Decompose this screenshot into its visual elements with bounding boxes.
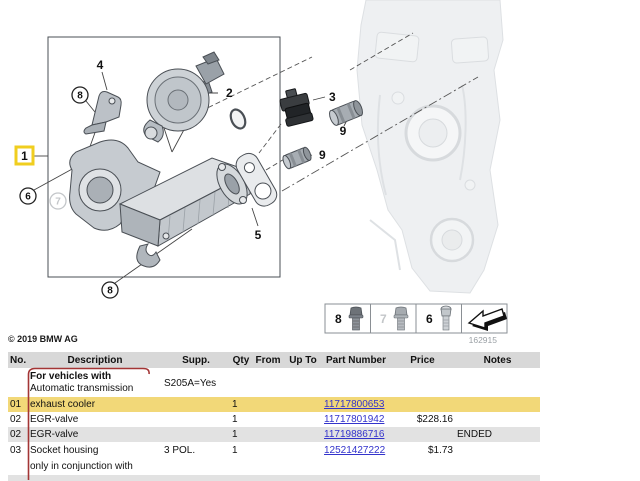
- cell-qty: 1: [230, 442, 252, 458]
- sleeve-part-b: [282, 146, 312, 170]
- cell-supp: [162, 397, 230, 412]
- callout-9a[interactable]: 9: [340, 124, 347, 138]
- col-header-qty: Qty: [230, 352, 252, 369]
- valve-housing-part: [69, 139, 161, 231]
- table-partial-row: [8, 475, 540, 481]
- svg-text:1: 1: [21, 149, 28, 163]
- parts-table: No. Description Supp. Qty From Up To Par…: [8, 352, 540, 481]
- diagram-number: 162915: [469, 335, 498, 345]
- cell-price: [390, 427, 455, 442]
- group-row-description: For vehicles with Automatic transmission: [28, 368, 162, 397]
- cell-notes: ENDED: [455, 427, 540, 442]
- cell-description: Socket housing: [28, 442, 162, 458]
- cell-description: EGR-valve: [28, 412, 162, 427]
- parts-diagram: 1 2 3 4 5 9 9 8 8 6 7: [14, 0, 508, 345]
- socket-housing-part: [279, 88, 314, 127]
- table-row-exhaust-cooler[interactable]: 01 exhaust cooler 1 11717800653: [8, 397, 540, 412]
- callout-9b[interactable]: 9: [319, 148, 326, 162]
- cell-description: exhaust cooler: [28, 397, 162, 412]
- table-row-egr-valve-1[interactable]: 02 EGR-valve 1 11717801942 $228.16: [8, 412, 540, 427]
- bolt-icon-7: [393, 306, 409, 331]
- part-number-link[interactable]: 11719886716: [324, 429, 385, 440]
- col-header-description: Description: [28, 352, 162, 369]
- cell-no: 02: [8, 412, 28, 427]
- legend-label-7: 7: [380, 312, 387, 326]
- cell-notes: [455, 397, 540, 412]
- callout-8-bottom[interactable]: 8: [101, 281, 119, 299]
- callout-2[interactable]: 2: [226, 86, 233, 100]
- part-number-link[interactable]: 11717800653: [324, 399, 385, 410]
- callout-8-top[interactable]: 8: [71, 86, 89, 104]
- cell-no: 03: [8, 442, 28, 458]
- egr-valve-part: [143, 51, 225, 143]
- cell-notes: [455, 412, 540, 427]
- col-header-no: No.: [8, 352, 28, 369]
- cell-no: 01: [8, 397, 28, 412]
- col-header-price: Price: [390, 352, 455, 369]
- col-header-part-number: Part Number: [322, 352, 390, 369]
- svg-text:7: 7: [55, 197, 61, 208]
- cell-supp: 3 POL.: [162, 442, 230, 458]
- cell-notes: [455, 442, 540, 458]
- col-header-supp: Supp.: [162, 352, 230, 369]
- gasket-part: [235, 152, 278, 207]
- cell-price: $228.16: [390, 412, 455, 427]
- col-header-upto: Up To: [284, 352, 322, 369]
- callout-7-faded[interactable]: 7: [49, 192, 67, 210]
- seal-ring-part: [229, 108, 247, 130]
- callout-6[interactable]: 6: [19, 187, 37, 205]
- diagram-frame: [47, 36, 281, 278]
- part-number-link[interactable]: 12521427222: [324, 444, 386, 456]
- table-row-egr-valve-2[interactable]: 02 EGR-valve 1 11719886716 ENDED: [8, 427, 540, 442]
- callout-3[interactable]: 3: [329, 90, 336, 104]
- cell-price: $1.73: [390, 442, 455, 458]
- engine-block-image: [356, 0, 504, 294]
- cell-supp: [162, 427, 230, 442]
- dash-dot-leader: [281, 76, 479, 192]
- cell-description: EGR-valve: [28, 427, 162, 442]
- table-group-row: For vehicles with Automatic transmission…: [8, 368, 540, 397]
- svg-text:6: 6: [25, 192, 31, 203]
- bolt-icon-8: [348, 306, 364, 331]
- table-conjunction-row: only in conjunction with: [8, 458, 540, 475]
- callout-5[interactable]: 5: [255, 228, 262, 242]
- circled-callouts: 8 8 6 7: [19, 86, 119, 299]
- mounting-bracket-part: [83, 91, 122, 135]
- svg-text:8: 8: [107, 286, 113, 297]
- callout-4[interactable]: 4: [97, 58, 104, 72]
- copyright-text: © 2019 BMW AG: [8, 334, 78, 344]
- cell-no: 02: [8, 427, 28, 442]
- sleeve-part-a: [329, 100, 363, 126]
- fastener-legend: 8 7 6: [324, 303, 508, 345]
- svg-text:8: 8: [77, 91, 83, 102]
- direction-arrow-icon: [467, 308, 507, 331]
- bolt-icon-6: [440, 305, 452, 331]
- callout-1-marker[interactable]: 1: [14, 145, 35, 166]
- legend-label-6: 6: [426, 312, 433, 326]
- cell-qty: 1: [230, 397, 252, 412]
- col-header-from: From: [252, 352, 284, 369]
- cell-qty: 1: [230, 412, 252, 427]
- col-header-notes: Notes: [455, 352, 540, 369]
- group-row-supp: S205A=Yes: [162, 368, 230, 397]
- cell-supp: [162, 412, 230, 427]
- legend-label-8: 8: [335, 312, 342, 326]
- table-row-socket-housing[interactable]: 03 Socket housing 3 POL. 1 12521427222 $…: [8, 442, 540, 458]
- cell-qty: 1: [230, 427, 252, 442]
- cell-price: [390, 397, 455, 412]
- table-header-row: No. Description Supp. Qty From Up To Par…: [8, 352, 540, 369]
- conjunction-note: only in conjunction with: [28, 458, 162, 475]
- part-number-link[interactable]: 11717801942: [324, 414, 385, 425]
